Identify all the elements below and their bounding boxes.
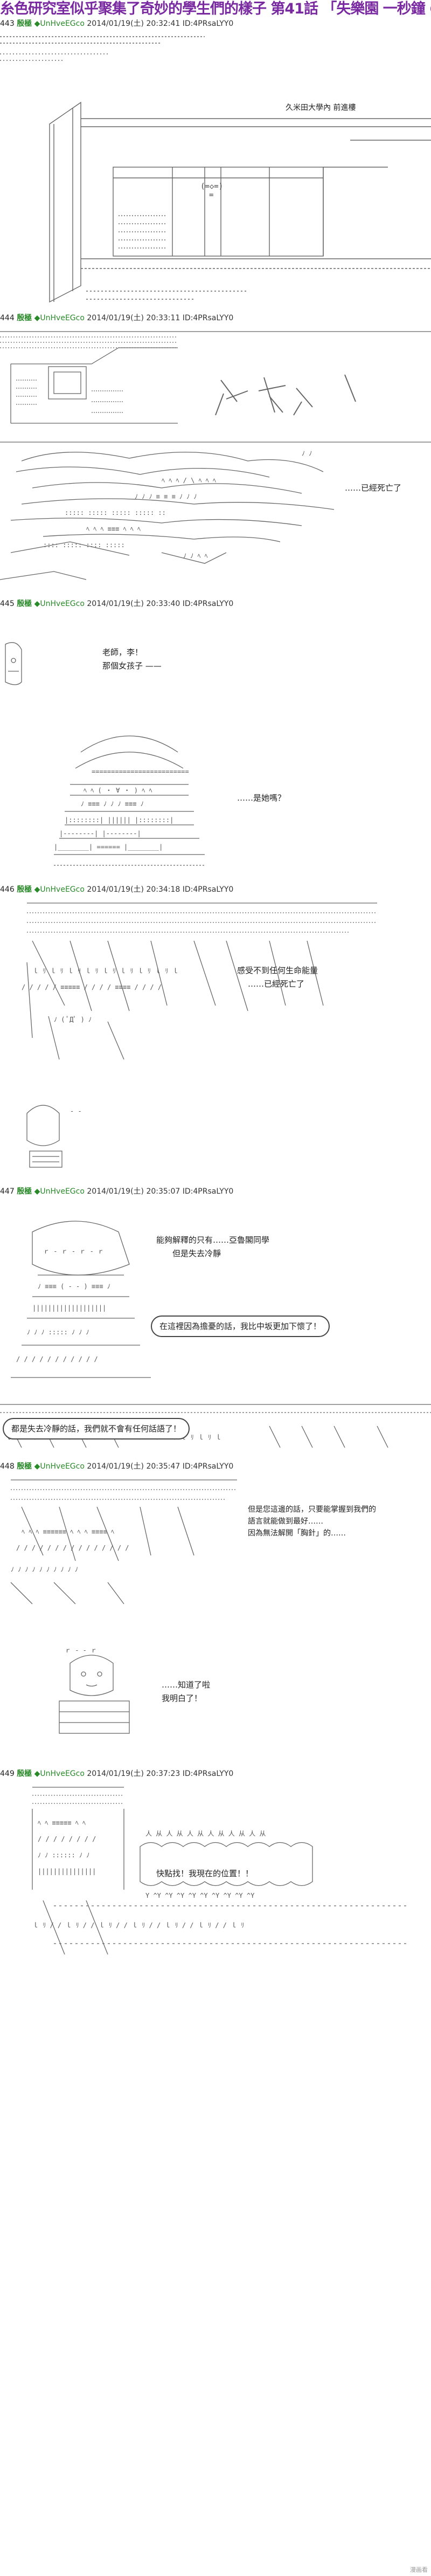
- post-header: 444 殷極 ◆UnHveEGco 2014/01/19(土) 20:33:11…: [0, 313, 233, 323]
- svg-text:ﾉ ≡≡≡ ( ‐ ‐ ) ≡≡≡ ﾉ: ﾉ ≡≡≡ ( ‐ ‐ ) ≡≡≡ ﾉ: [38, 1283, 110, 1290]
- poster-trip: ◆UnHveEGco: [34, 1462, 85, 1471]
- dialogue-feel-no-life: 感受不到任何生命能量: [237, 966, 318, 975]
- svg-text:ﾍ ﾍ ( ・ ∀ ・ ) ﾍ ﾍ: ﾍ ﾍ ( ・ ∀ ・ ) ﾍ ﾍ: [84, 787, 152, 794]
- reply-scene-art: ﾍ ﾍ ﾍ ≡≡≡≡≡≡ ﾍ ﾍ ﾍ ≡≡≡≡ ﾍ / / / / / / / …: [10, 1479, 237, 1734]
- svg-text:/ / / / / ≡≡≡≡≡ / / / / ≡≡≡≡ /: / / / / / ≡≡≡≡≡ / / / / ≡≡≡≡ / / / /: [22, 983, 162, 991]
- dialogue-that-girl: 那個女孩子 ——: [102, 661, 162, 671]
- post-header: 446 殷極 ◆UnHveEGco 2014/01/19(土) 20:34:18…: [0, 884, 233, 895]
- svg-text:|--------| |--------|: |--------| |--------|: [59, 830, 141, 837]
- corridor-scene-art: ﾍ ﾍ ﾍ / \ ﾍ ﾍ ﾍ ﾉ ﾉ ﾉ ≡ ≡ ≡ ﾉ ﾉ ﾉ ::::: …: [0, 331, 431, 580]
- post-header: 447 殷極 ◆UnHveEGco 2014/01/19(土) 20:35:07…: [0, 1186, 233, 1197]
- svg-text:- ‐: - ‐: [70, 1107, 82, 1115]
- post-meta: 2014/01/19(土) 20:37:23 ID:4PRsaLYY0: [87, 1769, 234, 1778]
- poster-name[interactable]: 殷極: [17, 1187, 32, 1196]
- post-header: 449 殷極 ◆UnHveEGco 2014/01/19(土) 20:37:23…: [0, 1768, 233, 1779]
- svg-text:ｌ ﾘ ｌ ﾘ ｌ ﾘ ｌ ﾘ ｌ ﾘ ｌ ﾘ ｌ: ｌ ﾘ ｌ ﾘ ｌ ﾘ ｌ ﾘ ｌ ﾘ ｌ ﾘ ｌ ﾘ ｌ ﾘ ｌ: [32, 967, 179, 975]
- poster-trip: ◆UnHveEGco: [34, 19, 85, 28]
- watermark: 漫画看: [410, 2566, 428, 2573]
- svg-text:ﾍ ﾍ ﾍ / \ ﾍ ﾍ ﾍ: ﾍ ﾍ ﾍ / \ ﾍ ﾍ ﾍ: [162, 477, 216, 484]
- dialogue-teacher-call: 老師，李！: [102, 648, 143, 657]
- svg-text:=========================: =========================: [92, 768, 189, 775]
- svg-text:ﾉ ﾉ ﾉ ::::: ﾉ ﾉ ﾉ: ﾉ ﾉ ﾉ ::::: ﾉ ﾉ ﾉ: [27, 1328, 89, 1336]
- svg-text:ﾉ ( ﾟДﾟ ) ﾉ: ﾉ ( ﾟДﾟ ) ﾉ: [54, 1016, 92, 1023]
- svg-text:ﾉ ﾉ ﾉ ﾉ ﾉ ﾉ ﾉ ﾉ ﾉ ﾉ: ﾉ ﾉ ﾉ ﾉ ﾉ ﾉ ﾉ ﾉ ﾉ ﾉ: [11, 1566, 78, 1573]
- dialogue-kept-calm: 但是失去冷靜: [172, 1249, 221, 1258]
- poster-trip: ◆UnHveEGco: [34, 885, 85, 894]
- post-meta: 2014/01/19(土) 20:34:18 ID:4PRsaLYY0: [87, 885, 234, 894]
- dialogue-remember-3: 因為無法解開「胸針」的……: [248, 1529, 346, 1538]
- dialogue-was-she: ……是她嗎？: [237, 793, 286, 803]
- post-number: 449: [0, 1769, 15, 1778]
- dialogue-remember-2: 語言就能做到最好……: [248, 1517, 323, 1526]
- svg-text:ﾉ ﾉ :::::: ﾉ ﾉ: ﾉ ﾉ :::::: ﾉ ﾉ: [38, 1851, 89, 1859]
- svg-text:/ / / / / / / / / / /: / / / / / / / / / / /: [16, 1355, 98, 1363]
- poster-name[interactable]: 殷極: [17, 600, 32, 608]
- svg-text:ﾉ ≡≡≡ ﾉ ﾉ ﾉ ≡≡≡ ﾉ: ﾉ ≡≡≡ ﾉ ﾉ ﾉ ≡≡≡ ﾉ: [81, 800, 144, 808]
- post-header: 448 殷極 ◆UnHveEGco 2014/01/19(土) 20:35:47…: [0, 1461, 233, 1472]
- post-number: 443: [0, 19, 15, 28]
- speech-bubble-cant: 都是失去冷靜的話，我們就不會有任何話語了！: [3, 1418, 190, 1439]
- dialogue-remember-1: 但是您這邊的話，只要能掌握到我們的: [248, 1505, 376, 1514]
- svg-text::::: ::::: :::: :::::: :::: ::::: :::: :::::: [43, 541, 125, 549]
- shock-scene-art: ｌ ﾘ ｌ ﾘ ｌ ﾘ ｌ ﾘ ｌ ﾘ ｌ ﾘ ｌ ﾘ ｌ ﾘ ｌ / / / …: [22, 903, 377, 1168]
- svg-text:|________| ====== |________|: |________| ====== |________|: [54, 843, 163, 851]
- svg-text:ﾉ ﾉ ﾍ ﾍ: ﾉ ﾉ ﾍ ﾍ: [183, 552, 208, 560]
- post-header: 445 殷極 ◆UnHveEGco 2014/01/19(土) 20:33:40…: [0, 598, 233, 609]
- character-portrait-art: ========================= ﾍ ﾍ ( ・ ∀ ・ ) …: [5, 642, 205, 866]
- post-meta: 2014/01/19(土) 20:32:41 ID:4PRsaLYY0: [87, 19, 234, 28]
- post-number: 446: [0, 885, 15, 894]
- svg-text:/ / / / / / / / / / / / / / /: / / / / / / / / / / / / / / /: [16, 1544, 129, 1552]
- poster-trip: ◆UnHveEGco: [34, 314, 85, 322]
- dialogue-died-notice: ……已經死亡了: [345, 483, 402, 493]
- speech-bubble-fast: 在這裡因為擔憂的話，我比中坂更加下懷了！: [151, 1315, 330, 1337]
- svg-text:ﾉ ﾉ: ﾉ ﾉ: [302, 450, 312, 457]
- svg-text:(=◇=): (=◇=): [200, 182, 223, 191]
- dialogue-got-it: 我明白了！: [162, 1693, 203, 1703]
- post-number: 445: [0, 600, 15, 608]
- svg-text:|||||||||||||||||||: |||||||||||||||||||: [32, 1304, 106, 1312]
- svg-text:ﾍ ﾍ ﾍ ≡≡≡ ﾍ ﾍ ﾍ: ﾍ ﾍ ﾍ ≡≡≡ ﾍ ﾍ ﾍ: [86, 525, 141, 533]
- svg-text:/ / / / / / / /: / / / / / / / /: [38, 1835, 96, 1843]
- post-meta: 2014/01/19(土) 20:35:47 ID:4PRsaLYY0: [87, 1462, 234, 1471]
- post-number: 448: [0, 1462, 15, 1471]
- poster-name[interactable]: 殷極: [17, 314, 32, 322]
- svg-text:|||||||||||||||: |||||||||||||||: [38, 1868, 96, 1875]
- svg-text:ﾉ ﾉ ﾉ ≡ ≡ ≡ ﾉ ﾉ ﾉ: ﾉ ﾉ ﾉ ≡ ≡ ≡ ﾉ ﾉ ﾉ: [135, 493, 197, 500]
- dialogue-uncle: 能夠解釋的只有……亞魯閣同學: [156, 1235, 270, 1245]
- post-meta: 2014/01/19(土) 20:35:07 ID:4PRsaLYY0: [87, 1187, 234, 1196]
- svg-text:::::: ::::: ::::: ::::: ::: ::::: ::::: ::::: ::::: ::: [65, 509, 166, 516]
- svg-text:人 从 人 从 人 从 人 从 人 从 人 从: 人 从 人 从 人 从 人 从 人 从 人 从: [145, 1830, 266, 1837]
- poster-trip: ◆UnHveEGco: [34, 1187, 85, 1196]
- svg-text:ｒ ‐ ‐ ｒ: ｒ ‐ ‐ ｒ: [65, 1647, 97, 1654]
- poster-trip: ◆UnHveEGco: [34, 600, 85, 608]
- svg-text:=: =: [209, 191, 213, 199]
- svg-text:ｌ ﾘ / / ｌ ﾘ / / ｌ ﾘ / / ｌ ﾘ /: ｌ ﾘ / / ｌ ﾘ / / ｌ ﾘ / / ｌ ﾘ / / ｌ ﾘ / / …: [32, 1921, 244, 1929]
- post-header: 443 殷極 ◆UnHveEGco 2014/01/19(土) 20:32:41…: [0, 18, 233, 29]
- svg-text:ﾍ ﾍ ﾍ ≡≡≡≡≡≡ ﾍ ﾍ ﾍ ≡≡≡≡ ﾍ: ﾍ ﾍ ﾍ ≡≡≡≡≡≡ ﾍ ﾍ ﾍ ≡≡≡≡ ﾍ: [22, 1528, 114, 1535]
- svg-text:ﾍ ﾍ ≡≡≡≡≡ ﾍ ﾍ: ﾍ ﾍ ≡≡≡≡≡ ﾍ ﾍ: [38, 1819, 86, 1827]
- dialogue-know-it: ……知道了啦: [162, 1680, 211, 1690]
- post-number: 447: [0, 1187, 15, 1196]
- poster-trip: ◆UnHveEGco: [34, 1769, 85, 1778]
- svg-text:Y ^Y ^Y ^Y ^Y ^Y ^Y ^Y ^Y ^Y: Y ^Y ^Y ^Y ^Y ^Y ^Y ^Y ^Y ^Y: [145, 1892, 255, 1899]
- post-meta: 2014/01/19(土) 20:33:11 ID:4PRsaLYY0: [87, 314, 234, 322]
- final-scene-art: ﾍ ﾍ ≡≡≡≡≡ ﾍ ﾍ / / / / / / / / ﾉ ﾉ ::::::…: [32, 1787, 409, 1955]
- building-scene-art: (=◇=) =: [0, 36, 431, 303]
- post-meta: 2014/01/19(土) 20:33:40 ID:4PRsaLYY0: [87, 600, 234, 608]
- poster-name[interactable]: 殷極: [17, 885, 32, 894]
- poster-name[interactable]: 殷極: [17, 1462, 32, 1471]
- svg-text:|::::::::| |||||| |::::::::|: |::::::::| |||||| |::::::::|: [65, 816, 173, 824]
- location-sign: 久米田大學內 前進樓: [286, 104, 356, 112]
- poster-name[interactable]: 殷極: [17, 19, 32, 28]
- dialogue-final-yell: 快點找！我現在的位置！！: [156, 1869, 254, 1878]
- page-title: 糸色研究室似乎聚集了奇妙的學生們的樣子 第41話 「失樂園 一秒鐘 の」: [0, 1, 431, 17]
- post-number: 444: [0, 314, 15, 322]
- svg-text:ｒ ‐ ｒ ‐ ｒ ‐ ｒ: ｒ ‐ ｒ ‐ ｒ ‐ ｒ: [43, 1248, 104, 1255]
- poster-name[interactable]: 殷極: [17, 1769, 32, 1778]
- dialogue-already-dead: ……已經死亡了: [248, 979, 305, 989]
